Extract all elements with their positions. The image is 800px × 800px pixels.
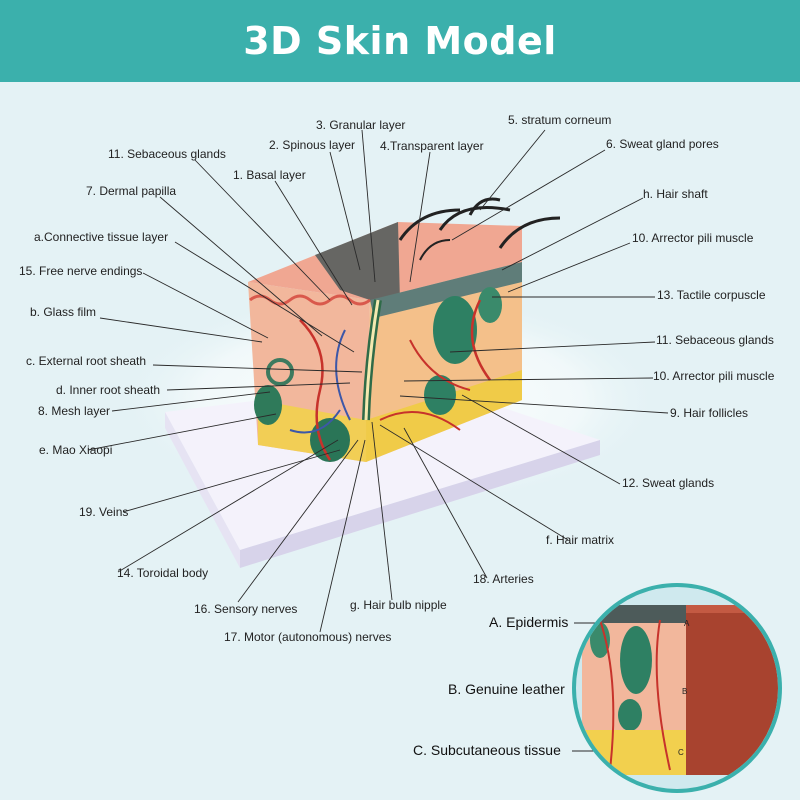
label-tactile-corpuscle: 13. Tactile corpuscle: [657, 288, 766, 302]
title-banner: 3D Skin Model: [0, 0, 800, 82]
label-basal-layer: 1. Basal layer: [233, 168, 306, 182]
label-arrector-pili-right: 10. Arrector pili muscle: [653, 369, 775, 383]
label-epidermis: A. Epidermis: [489, 614, 569, 630]
label-hair-bulb-nipple: g. Hair bulb nipple: [350, 598, 447, 612]
label-mao-xiaopi: e. Mao Xiaopi: [39, 443, 113, 457]
label-free-nerve-endings: 15. Free nerve endings: [19, 264, 143, 278]
page-title: 3D Skin Model: [243, 19, 557, 63]
label-arrector-pili-top: 10. Arrector pili muscle: [632, 231, 754, 245]
skin-model-illustration: [87, 129, 782, 793]
leader-lines: [87, 129, 684, 752]
diagram-area: 3. Granular layer 5. stratum corneum 2. …: [0, 82, 800, 800]
label-arteries: 18. Arteries: [473, 572, 534, 586]
label-glass-film: b. Glass film: [30, 305, 97, 319]
label-sensory-nerves: 16. Sensory nerves: [194, 602, 298, 616]
label-hair-matrix: f. Hair matrix: [546, 533, 615, 547]
label-spinous-layer: 2. Spinous layer: [269, 138, 356, 152]
label-dermal-papilla: 7. Dermal papilla: [86, 184, 177, 198]
label-transparent-layer: 4.Transparent layer: [380, 139, 484, 153]
label-genuine-leather: B. Genuine leather: [448, 681, 565, 697]
label-sebaceous-glands-top: 11. Sebaceous glands: [108, 147, 226, 161]
label-mesh-layer: 8. Mesh layer: [38, 404, 111, 418]
inset-letter-c: C: [678, 748, 684, 757]
label-hair-follicles: 9. Hair follicles: [670, 406, 749, 420]
label-external-root-sheath: c. External root sheath: [26, 354, 147, 368]
label-toroidal-body: 14. Toroidal body: [117, 566, 209, 580]
skin-block: [248, 197, 561, 462]
inset-letter-a: A: [684, 619, 690, 628]
label-sebaceous-glands-right: 11. Sebaceous glands: [656, 333, 774, 347]
label-subcutaneous-tissue: C. Subcutaneous tissue: [413, 742, 561, 758]
label-veins: 19. Veins: [79, 505, 129, 519]
inset-letter-b: B: [682, 687, 688, 696]
label-hair-shaft: h. Hair shaft: [643, 187, 708, 201]
label-connective-tissue-layer: a.Connective tissue layer: [34, 230, 169, 244]
label-sweat-glands: 12. Sweat glands: [622, 476, 715, 490]
label-inner-root-sheath: d. Inner root sheath: [56, 383, 161, 397]
inset-callout: [572, 583, 782, 793]
label-motor-nerves: 17. Motor (autonomous) nerves: [224, 630, 392, 644]
label-sweat-gland-pores: 6. Sweat gland pores: [606, 137, 719, 151]
label-granular-layer: 3. Granular layer: [316, 118, 406, 132]
label-stratum-corneum: 5. stratum corneum: [508, 113, 612, 127]
